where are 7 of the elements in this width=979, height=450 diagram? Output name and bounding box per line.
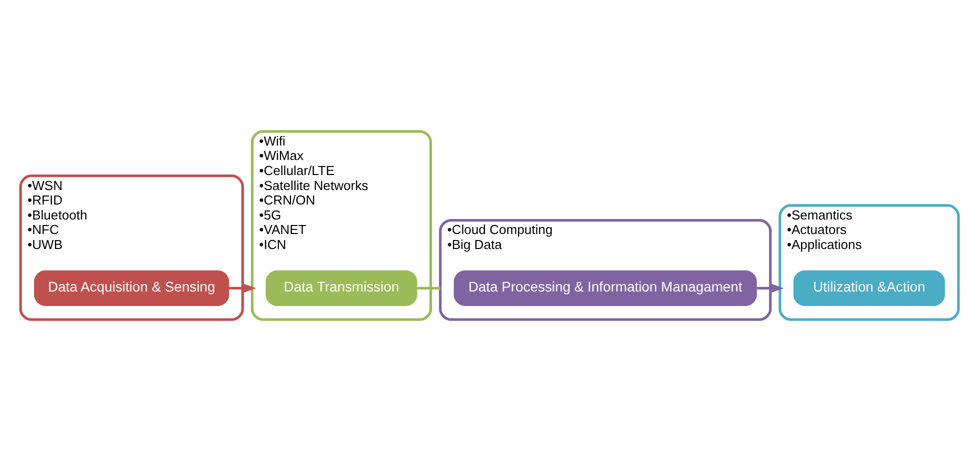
node-box: Utilization &Action: [793, 270, 945, 306]
node-box: Data Processing & Information Managament: [454, 270, 757, 306]
arrow: [228, 282, 256, 293]
arrow: [756, 282, 784, 293]
node-box: Data Acquisition & Sensing: [34, 270, 230, 306]
node-box: Data Transmission: [266, 270, 418, 306]
connector: [417, 286, 440, 289]
